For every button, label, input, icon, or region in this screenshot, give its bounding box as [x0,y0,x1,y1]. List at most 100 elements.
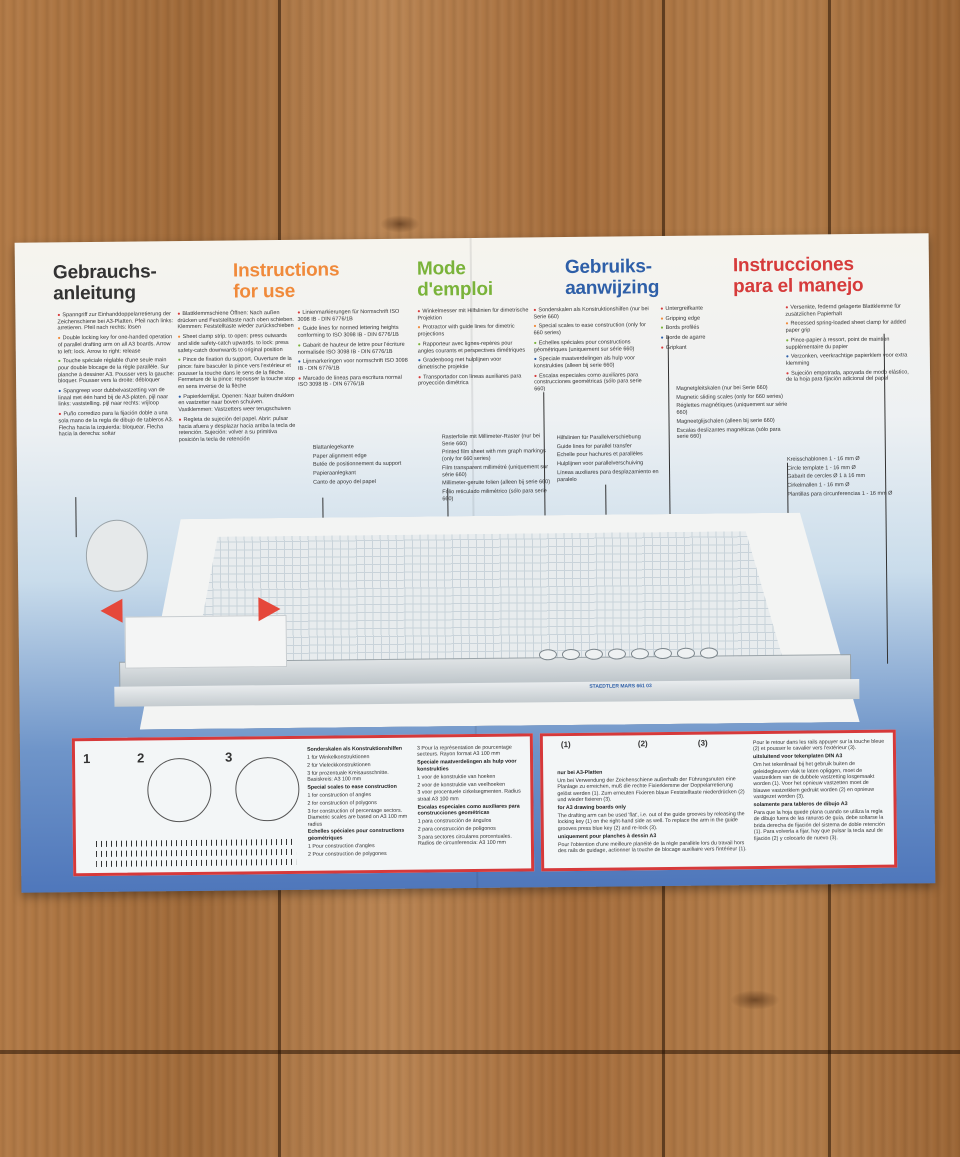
text-column-gripping-edge: Untergreifkante Gripping edge Bords prof… [660,305,731,354]
text-line: 3 für prozentuale Kreisausschnitte. Basi… [307,769,389,783]
text-nl: Gradenboog met hulplijnen voor dimetrisc… [418,357,530,372]
callout-line: Réglettes magnétiques (uniquement sur sé… [676,402,788,416]
text-line: 3 Pour la représentation de pourcentage … [416,744,512,759]
text-de: Versenkte, federnd gelagerte Blattklemme… [785,303,910,318]
panel-right-text-col1: nur bei A3-Platten Um bei Verwendung der… [557,768,748,856]
text-en: Guide lines for normed lettering heights… [298,325,408,340]
special-scales-panel: 1 2 3 Sonderskalen als Konstruktionshilf… [71,733,535,877]
callout-line: Líneas auxiliares para desplazamiento en… [557,468,659,483]
text-es: Gripkant [661,344,731,351]
text-fr: Echelles spéciales pour constructions gé… [534,339,654,354]
text-line: Escalas especiales como auxiliares para … [417,803,520,817]
text-es: Sujeción empotrada, apoyada de modo elás… [786,369,911,384]
text-de: Spanngriff zur Einhanddoppelarretierung … [57,311,175,332]
arrow-left-icon [100,598,123,623]
instruction-poster: Gebrauchs- anleitung Instructions for us… [14,233,936,893]
callout-line: Cirkelmallen 1 - 16 mm Ø [787,482,850,489]
panel-text-col2: 3 Pour la représentation de pourcentage … [417,745,523,849]
callout-line: Circle template 1 - 16 mm Ø [786,464,856,472]
diagram-number: 3 [224,749,233,765]
heading-french: Mode d'emploi [416,258,494,301]
callout-parallel-guides: Hilfslinien für Parallelverschiebung Gui… [557,434,668,485]
callout-magnetic-scales: Magnetgleitskalen (nur bei Serie 660) Ma… [676,385,792,443]
text-line: Pour l'obtention d'une meilleure planéit… [557,839,747,855]
scale-ruler [95,838,296,847]
text-column-sheet-clamp: Blattklemmschiene Öffnen: Nach außen drü… [177,310,296,447]
heading-spanish: Instrucciones para el manejo [732,254,864,298]
callout-line: Millimeter-geruite folien (alleen bij se… [442,479,551,487]
text-line: 1 für Winkelkonstruktionen [306,754,370,761]
locking-slider [124,614,288,669]
text-en: Protractor with guide lines for dimetric… [418,324,530,339]
scale-ruler [95,848,297,857]
callout-line: Blattanlegekante [312,444,354,451]
text-line: uitsluitend voor tekenplaten DIN A3 [753,753,843,761]
text-line: Om het tekenlinaal bij het gebruik buite… [753,761,875,801]
text-en: Special scales to ease construction (onl… [533,323,653,338]
leader-line [75,497,77,538]
panel-right-text-col2: Pour le retour dans les rails appuyer su… [753,739,886,844]
callout-line: Escalas deslizantes magnéticas (sólo par… [676,426,781,441]
text-en: Double locking key for one-handed operat… [58,334,176,355]
text-nl: Speciale maatverdelingen als hulp voor k… [534,355,654,370]
callout-line: Magneetglijschalen (alleen bij serie 660… [676,417,775,425]
text-en: Gripping edge [660,315,730,322]
text-nl: Verzonken, veerkrachtige papierklem voor… [786,353,911,368]
brand-label: STAEDTLER MARS 661 03 [589,683,652,690]
callout-line: Guide lines for parallel transfer [556,443,632,450]
wood-knot [730,990,780,1010]
diagram-number: 2 [136,750,145,766]
text-line: 1 voor de konstruktie van hoeken [417,773,496,781]
text-de: Winkelmesser mit Hilfslinien für dimetri… [417,307,529,322]
callout-line: Magnetic sliding scales (only for 660 se… [676,393,783,401]
callout-line: Hilfslinien für Parallelverschiebung [556,434,641,442]
percentage-circle [235,756,300,822]
text-line: Para que la hoja quede plana cuando se u… [753,808,885,842]
locking-key-detail [85,519,149,593]
text-line: 3 for construction of percentage sectors… [307,807,408,828]
text-line: Echelles spéciales pour constructions gé… [307,828,405,842]
callout-line: Magnetgleitskalen (nur bei Serie 660) [676,384,768,392]
wood-knot [380,215,420,233]
text-de: Sonderskalen als Konstruktionshilfen (nu… [533,306,653,321]
scale-ruler [96,858,297,867]
callout-line: Papieraanlegkant [313,470,356,477]
text-fr: Pince-papier à ressort, point de maintie… [786,336,911,351]
text-line: 2 voor de konstruktie van veelhoeken [417,781,506,789]
step-number: (1) [560,740,571,750]
text-line: uniquement pour planches à dessin A3 [557,832,657,840]
text-fr: Pince de fixation du support. Ouverture … [178,356,296,391]
callout-line: Kreisschablonen 1 - 16 mm Ø [786,455,860,463]
text-nl: Papierklemlijst. Openen: Naar buiten dru… [178,393,296,414]
callout-line: Rasterfolie mit Millimeter-Raster (nur b… [441,433,541,448]
text-line: Pour le retour dans les rails appuyer su… [752,738,885,753]
text-line: for A3 drawing boards only [557,804,626,812]
text-fr: Bords profilés [661,325,731,332]
text-line: 2 for construction of polygons [307,799,377,807]
text-es: Puño corredizo para la fijación doble a … [58,410,176,438]
heading-english: Instructions for use [232,259,340,303]
text-de: Blattklemmschiene Öffnen: Nach außen drü… [177,310,295,331]
callout-paper-edge: Blattanlegekante Paper alignment edge Bu… [313,444,423,489]
callout-line: Echelle pour hachures et parallèles [556,451,643,459]
text-column-protractor: Winkelmesser mit Hilfslinien für dimetri… [417,307,530,390]
text-column-lettering: Linienmarkierungen für Normschrift ISO 3… [297,309,408,392]
text-line: Um bei Verwendung der Zeichenschiene auß… [557,776,745,804]
callout-line: Canto de apoyo del papel [313,478,376,486]
text-es: Escalas especiales como auxiliares para … [534,372,654,393]
text-nl: Lijnmarkeringen voor normschrift ISO 309… [298,358,408,373]
text-line: 2 für Vieleckkonstruktionen [307,761,371,769]
step-number: (3) [697,738,708,748]
heading-german: Gebrauchs- anleitung [52,261,157,305]
text-de: Linienmarkierungen für Normschrift ISO 3… [297,309,407,324]
step-number: (2) [637,739,648,749]
text-column-locking-key: Spanngriff zur Einhanddoppelarretierung … [57,311,176,441]
callout-line: Printed film sheet with mm graph marking… [441,448,546,463]
arrow-right-icon [258,597,281,622]
text-line: Sonderskalen als Konstruktionshilfen [306,745,403,753]
text-line: 1 for construction of angles [307,792,372,799]
callout-circle-template: Kreisschablonen 1 - 16 mm Ø Circle templ… [787,456,897,501]
callout-line: Gabarit de cercles Ø 1 à 16 mm [787,473,866,481]
text-line: solamente para tableros de dibujo A3 [753,801,848,809]
text-line: 3 para sectores circulares porcentuales.… [417,833,512,847]
